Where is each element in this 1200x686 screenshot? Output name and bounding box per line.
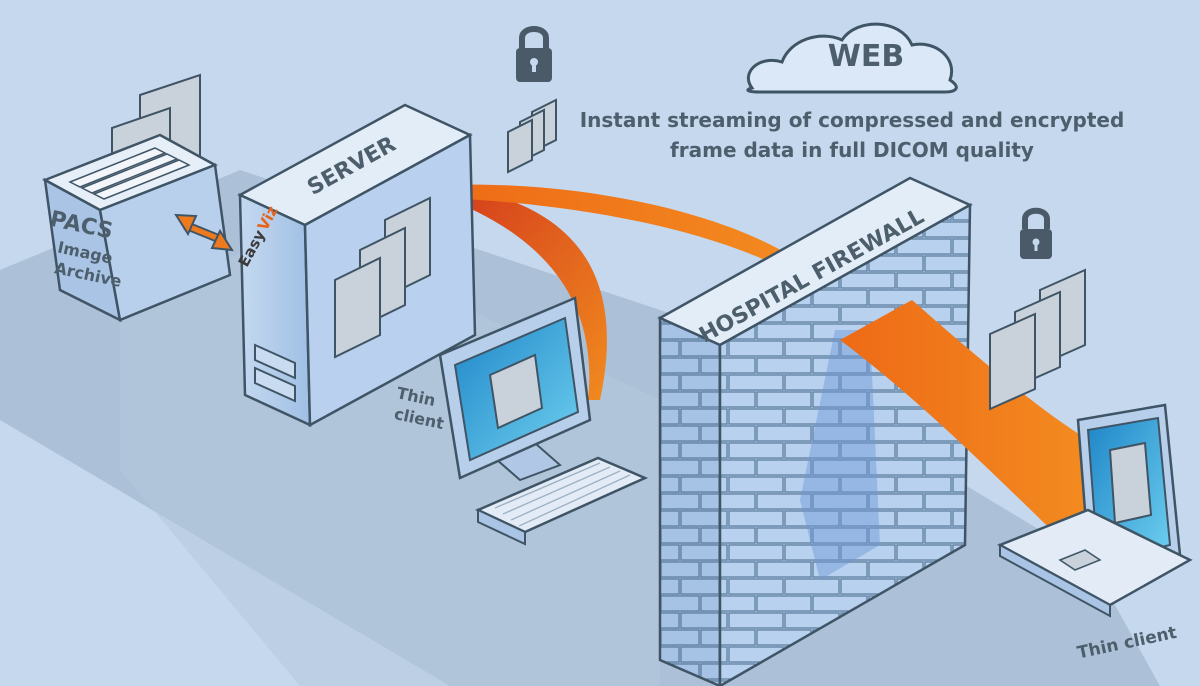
- caption-line-1: Instant streaming of compressed and encr…: [580, 108, 1125, 132]
- stream-to-firewall: [445, 184, 800, 272]
- laptop-computer: [997, 403, 1193, 618]
- cloud-icon: [746, 22, 958, 94]
- stream-to-desktop: [445, 185, 607, 400]
- desktop-computer: [438, 296, 649, 546]
- caption-line-2: frame data in full DICOM quality: [670, 138, 1034, 162]
- frame-stack-icon: [989, 268, 1086, 411]
- pacs-archive-box: [42, 73, 232, 323]
- lock-icon: [1020, 207, 1052, 259]
- server-unit: [237, 103, 477, 428]
- frame-stack-icon: [507, 98, 557, 174]
- cloud-label: WEB: [828, 39, 904, 74]
- double-arrow-icon: [174, 213, 234, 252]
- stream-to-laptop: [840, 300, 1088, 560]
- lock-icon: [516, 26, 552, 82]
